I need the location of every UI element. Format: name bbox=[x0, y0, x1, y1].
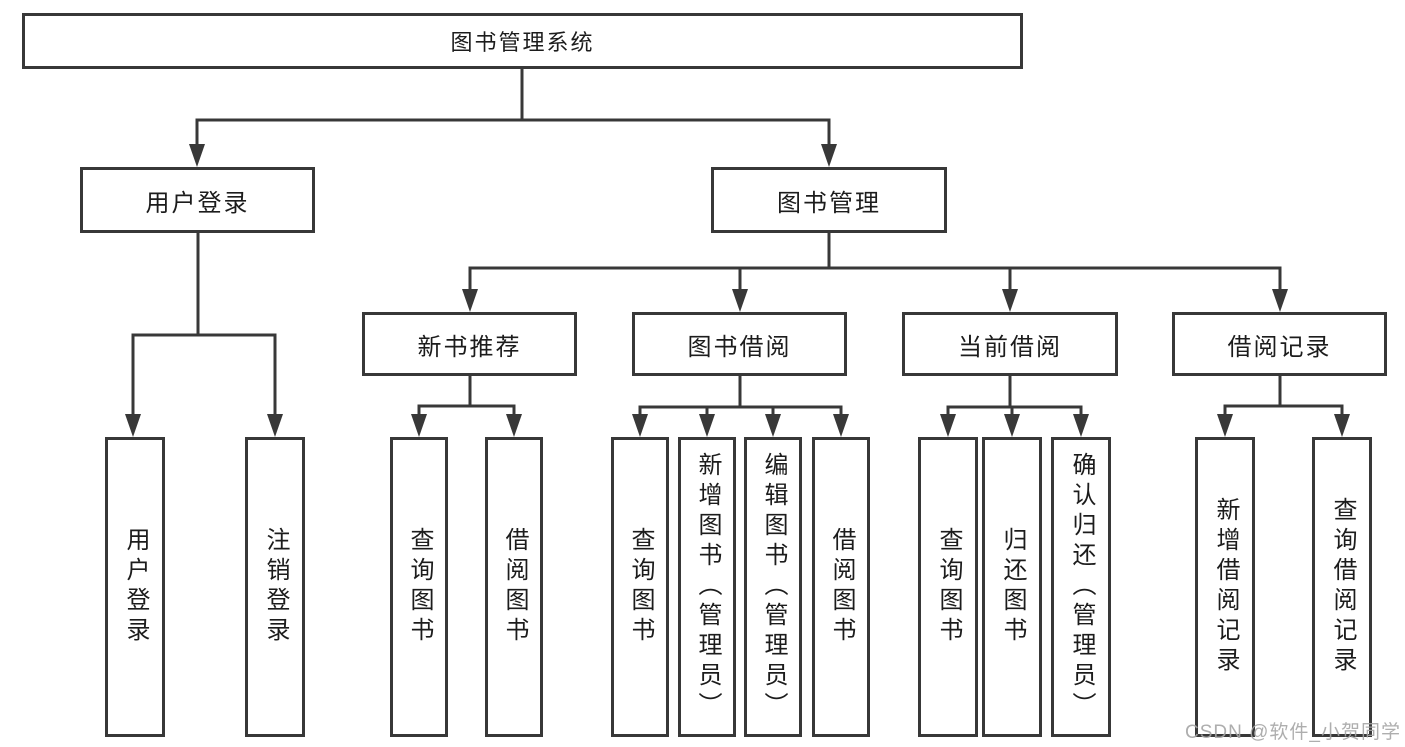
arrowhead bbox=[189, 144, 205, 167]
node-leaf-query-book-1: 查询图书 bbox=[390, 437, 448, 737]
arrowhead bbox=[732, 289, 748, 312]
node-leaf-add-book-admin: 新增图书（管理员） bbox=[678, 437, 736, 737]
arrowhead bbox=[411, 414, 427, 437]
node-leaf-borrow-book-1: 借阅图书 bbox=[485, 437, 543, 737]
node-new-book-recommend: 新书推荐 bbox=[362, 312, 577, 376]
arrowhead bbox=[267, 414, 283, 437]
node-leaf-edit-book-admin: 编辑图书（管理员） bbox=[744, 437, 802, 737]
node-leaf-query-borrow-record: 查询借阅记录 bbox=[1312, 437, 1372, 737]
node-leaf-confirm-return-admin: 确认归还（管理员） bbox=[1051, 437, 1111, 737]
node-borrow-records: 借阅记录 bbox=[1172, 312, 1387, 376]
arrowheads bbox=[125, 144, 1350, 437]
arrowhead bbox=[1334, 414, 1350, 437]
arrowhead bbox=[506, 414, 522, 437]
csdn-watermark: CSDN @软件_小贺同学 bbox=[1185, 722, 1401, 743]
arrowhead bbox=[632, 414, 648, 437]
node-leaf-user-login: 用户登录 bbox=[105, 437, 165, 737]
arrowhead bbox=[1002, 289, 1018, 312]
connector-newbook-to-leaves bbox=[417, 376, 516, 416]
arrowhead bbox=[821, 144, 837, 167]
arrowhead bbox=[699, 414, 715, 437]
node-leaf-logout: 注销登录 bbox=[245, 437, 305, 737]
arrowhead bbox=[1272, 289, 1288, 312]
node-leaf-query-book-2: 查询图书 bbox=[611, 437, 669, 737]
arrowhead bbox=[1073, 414, 1089, 437]
arrowhead bbox=[765, 414, 781, 437]
arrowhead bbox=[125, 414, 141, 437]
node-user-login: 用户登录 bbox=[80, 167, 315, 233]
node-leaf-add-borrow-record: 新增借阅记录 bbox=[1195, 437, 1255, 737]
connector-borrowrecords-to-leaves bbox=[1223, 376, 1344, 416]
connector-bookmgmt-to-level3 bbox=[468, 233, 1282, 292]
connector-bookborrow-to-leaves bbox=[638, 376, 843, 416]
node-leaf-return-book: 归还图书 bbox=[982, 437, 1042, 737]
node-leaf-borrow-book-2: 借阅图书 bbox=[812, 437, 870, 737]
connector-root-to-level2 bbox=[195, 69, 831, 146]
arrowhead bbox=[1217, 414, 1233, 437]
node-book-management: 图书管理 bbox=[711, 167, 947, 233]
arrowhead bbox=[462, 289, 478, 312]
connector-currentborrow-to-leaves bbox=[946, 376, 1083, 416]
node-book-borrow: 图书借阅 bbox=[632, 312, 847, 376]
node-current-borrow: 当前借阅 bbox=[902, 312, 1118, 376]
arrowhead bbox=[1004, 414, 1020, 437]
node-leaf-query-book-3: 查询图书 bbox=[918, 437, 978, 737]
node-root: 图书管理系统 bbox=[22, 13, 1023, 69]
connector-userlogin-to-leaves bbox=[131, 233, 277, 416]
arrowhead bbox=[940, 414, 956, 437]
arrowhead bbox=[833, 414, 849, 437]
